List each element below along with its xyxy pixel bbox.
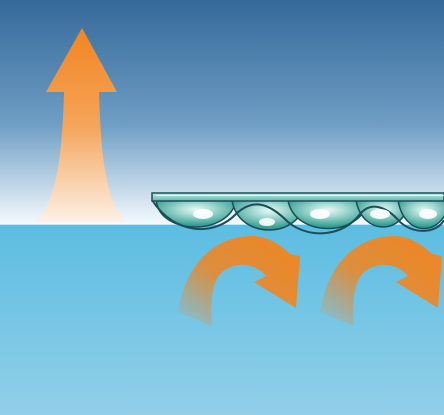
cover-bubble-highlight [419, 209, 437, 219]
up-arrow-icon [36, 28, 126, 222]
cover-bubble-highlight [259, 218, 275, 226]
cover-wave-edge [151, 199, 444, 235]
bubble-pool-cover-icon [151, 192, 444, 235]
cover-bubble-highlight [193, 209, 213, 219]
curved-arrow-icon [178, 236, 300, 326]
cover-bubble-highlight [310, 209, 330, 219]
cover-top-sheet [151, 192, 444, 202]
cover-bubble-highlight [370, 209, 390, 219]
curved-arrow-icon [320, 236, 442, 326]
